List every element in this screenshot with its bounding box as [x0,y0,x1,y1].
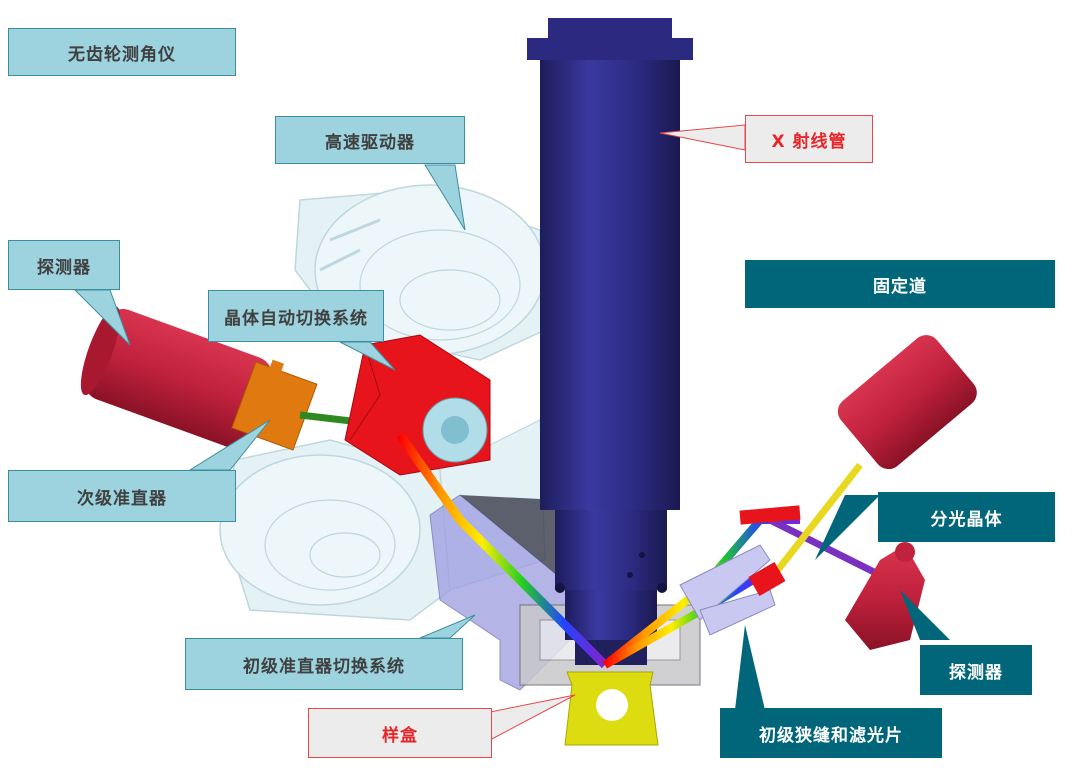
label-secondary-collimator: 次级准直器 [8,470,236,522]
label-primary-collimator-changer: 初级准直器切换系统 [185,638,463,690]
xray-tube [527,18,693,665]
crystal-changer [344,334,491,476]
label-fixed-channel: 固定道 [745,260,1055,308]
secondary-collimator [231,359,318,451]
sample-box [564,671,659,746]
label-sample-box: 样盒 [308,708,492,758]
primary-slits [679,544,776,636]
label-detector-left: 探测器 [8,240,120,290]
label-analyzing-crystal: 分光晶体 [878,492,1055,542]
analyzing-crystal-top [739,505,801,525]
detector-right [845,542,925,650]
label-primary-slit-filter: 初级狭缝和滤光片 [720,708,942,758]
fixed-detector [837,335,977,470]
label-high-speed-drive: 高速驱动器 [275,116,465,164]
label-crystal-changer: 晶体自动切换系统 [208,290,384,342]
label-goniometer: 无齿轮测角仪 [8,28,236,76]
label-detector-right: 探测器 [920,645,1032,695]
detector-left [80,306,272,448]
analyzing-crystal-bottom [748,561,786,597]
label-xray-tube: X 射线管 [745,115,873,163]
